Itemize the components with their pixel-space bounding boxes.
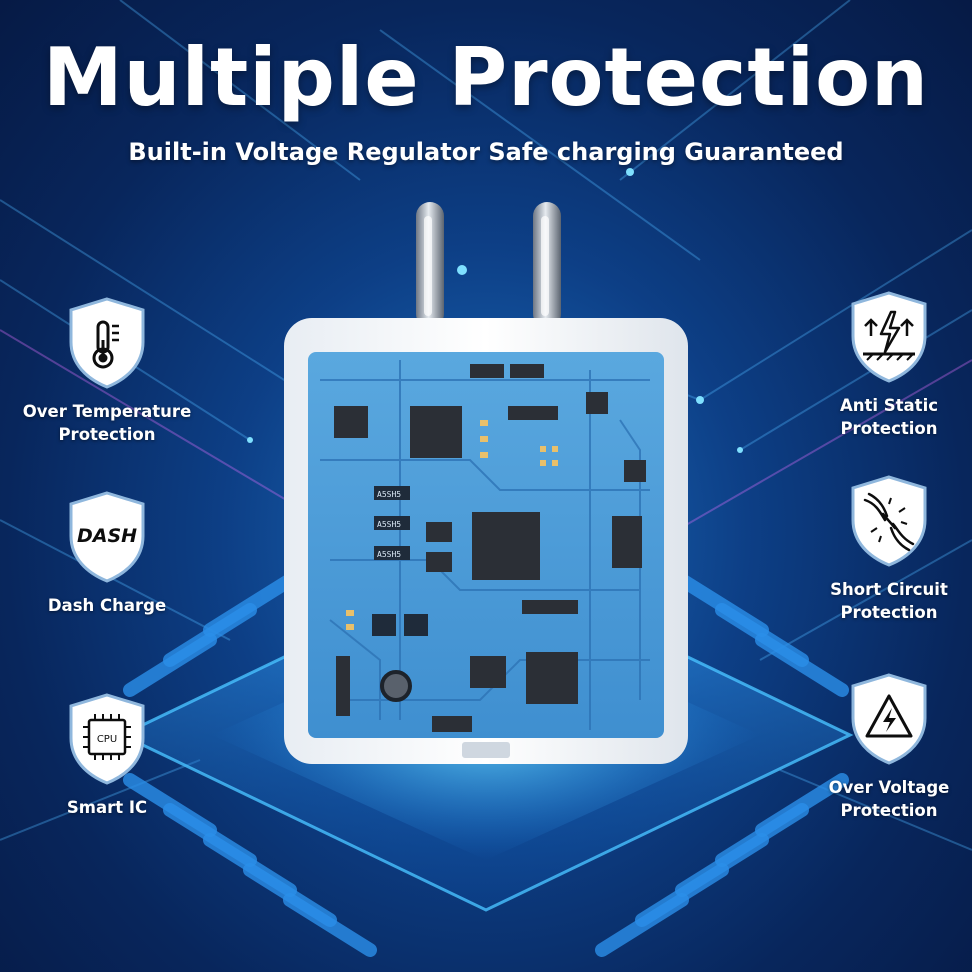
dash-logo-text: DASH bbox=[77, 525, 137, 547]
shield-badge: DASH bbox=[65, 490, 149, 584]
chip-marking-1: A5SH5 bbox=[377, 490, 401, 499]
shield-badge: CPU bbox=[65, 692, 149, 786]
feature-over-temperature: Over Temperature Protection bbox=[0, 296, 217, 446]
feature-label: Dash Charge bbox=[0, 594, 217, 617]
cpu-chip-icon: CPU bbox=[69, 693, 145, 785]
feature-label-line-1: Over Voltage bbox=[828, 778, 950, 797]
shield-badge bbox=[847, 672, 931, 766]
charger-prong-left bbox=[416, 202, 444, 328]
short-circuit-icon bbox=[851, 475, 927, 567]
feature-anti-static: Anti Static Protection bbox=[779, 290, 972, 440]
feature-label: Over Voltage Protection bbox=[779, 776, 972, 822]
feature-label-line-2: Protection bbox=[58, 425, 156, 444]
high-voltage-icon bbox=[851, 673, 927, 765]
feature-label: Over Temperature Protection bbox=[0, 400, 217, 446]
feature-label-line-2: Protection bbox=[840, 603, 938, 622]
chip-marking-2: A5SH5 bbox=[377, 520, 401, 529]
feature-smart-ic: CPU Smart IC bbox=[0, 692, 217, 819]
thermometer-icon bbox=[69, 297, 145, 389]
feature-label-line-1: Dash Charge bbox=[47, 596, 167, 615]
headline-subtitle: Built-in Voltage Regulator Safe charging… bbox=[128, 138, 844, 166]
charger-prong-right bbox=[533, 202, 561, 328]
feature-label-line-1: Short Circuit bbox=[830, 580, 948, 599]
feature-short-circuit: Short Circuit Protection bbox=[779, 474, 972, 624]
shield-badge bbox=[65, 296, 149, 390]
feature-label-line-1: Over Temperature bbox=[22, 402, 192, 421]
feature-label-line-2: Protection bbox=[840, 419, 938, 438]
feature-label: Short Circuit Protection bbox=[779, 578, 972, 624]
chip-marking-3: A5SH5 bbox=[377, 550, 401, 559]
shield-badge bbox=[847, 474, 931, 568]
headline-title: Multiple Protection bbox=[43, 31, 929, 124]
shield-badge bbox=[847, 290, 931, 384]
feature-label-line-1: Smart IC bbox=[66, 798, 148, 817]
feature-label: Anti Static Protection bbox=[779, 394, 972, 440]
feature-label: Smart IC bbox=[0, 796, 217, 819]
cpu-text: CPU bbox=[97, 734, 117, 745]
feature-dash-charge: DASH Dash Charge bbox=[0, 490, 217, 617]
feature-label-line-2: Protection bbox=[840, 801, 938, 820]
anti-static-icon bbox=[851, 291, 927, 383]
feature-over-voltage: Over Voltage Protection bbox=[779, 672, 972, 822]
dash-logo-icon: DASH bbox=[69, 491, 145, 583]
feature-label-line-1: Anti Static bbox=[839, 396, 939, 415]
